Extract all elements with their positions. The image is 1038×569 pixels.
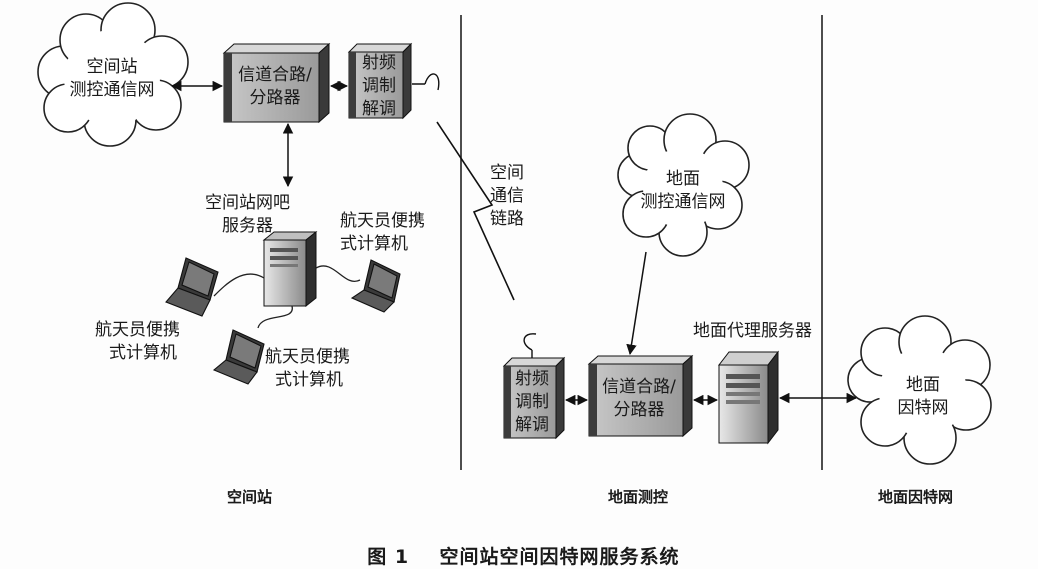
ground-mux-label: 信道合路/ 分路器: [594, 376, 684, 422]
figure-number: 图 1: [367, 546, 410, 568]
ground-mux-line2: 分路器: [613, 400, 665, 420]
server-tower-station-icon: [262, 230, 318, 308]
cable-server-laptop-bottom: [257, 305, 293, 329]
cloud-ground-internet-line1: 地面: [906, 375, 940, 395]
laptop-left-icon: [165, 257, 219, 317]
station-rf-line2: 调制: [362, 76, 396, 96]
station-server-line1: 空间站网吧: [205, 193, 290, 213]
space-link-line3: 链路: [490, 209, 524, 229]
space-link-line2: 通信: [490, 186, 524, 206]
antenna-ground-icon: [523, 333, 537, 358]
ground-proxy-label: 地面代理服务器: [693, 321, 812, 341]
laptop-top-right-line1: 航天员便携: [340, 211, 425, 231]
laptop-left-label: 航天员便携 式计算机: [95, 319, 180, 365]
box-station-rf-modem: [347, 42, 413, 120]
space-link-label: 空间 通信 链路: [490, 162, 524, 231]
cable-server-laptop-right: [315, 265, 361, 283]
cloud-ground-ttc-line1: 地面: [666, 169, 700, 189]
ground-rf-line1: 射频: [515, 369, 549, 389]
station-rf-line1: 射频: [362, 53, 396, 73]
cloud-station-ttc-label: 空间站 测控通信网: [62, 56, 162, 102]
ground-rf-line2: 调制: [515, 392, 549, 412]
ground-rf-line3: 解调: [515, 415, 549, 435]
server-tower-ground-proxy-icon: [717, 350, 780, 445]
cloud-station-ttc-network: [37, 2, 189, 147]
station-server-label: 空间站网吧 服务器: [205, 192, 290, 238]
laptop-left-line1: 航天员便携: [95, 320, 180, 340]
laptop-top-right-label: 航天员便携 式计算机: [340, 210, 425, 256]
figure-title: 空间站空间因特网服务系统: [439, 546, 680, 568]
laptop-top-right-line2: 式计算机: [340, 234, 408, 254]
laptop-bottom-line1: 航天员便携: [265, 347, 350, 367]
cloud-ground-ttc-line2: 测控通信网: [640, 192, 726, 212]
system-diagram: [37, 2, 992, 470]
station-mux-label: 信道合路/ 分路器: [230, 64, 320, 110]
arrow-groundcloud-mux: [626, 251, 647, 356]
cloud-ground-ttc-label: 地面 测控通信网: [630, 168, 736, 214]
station-mux-line2: 分路器: [249, 88, 301, 108]
station-rf-line3: 解调: [362, 99, 396, 119]
section-ground-internet: 地面因特网: [878, 488, 954, 506]
laptop-bottom-line2: 式计算机: [275, 370, 343, 390]
laptop-bottom-icon: [212, 329, 265, 385]
space-link-bolt-icon: [436, 121, 515, 301]
box-ground-rf-modem: [502, 356, 566, 440]
box-ground-mux: [587, 354, 694, 438]
ground-mux-line1: 信道合路/: [602, 377, 676, 397]
section-space-station: 空间站: [227, 488, 273, 506]
space-link-line1: 空间: [490, 163, 524, 183]
ground-rf-label: 射频 调制 解调: [508, 368, 556, 437]
cloud-station-ttc-line2: 测控通信网: [69, 80, 155, 100]
station-server-line2: 服务器: [222, 216, 273, 236]
laptop-left-line2: 式计算机: [109, 343, 177, 363]
antenna-station-icon: [412, 73, 440, 91]
cable-server-laptop-left: [213, 273, 265, 297]
laptop-top-right-icon: [350, 259, 401, 313]
laptop-bottom-label: 航天员便携 式计算机: [265, 346, 350, 392]
section-ground-ttc: 地面测控: [608, 488, 669, 506]
cloud-ground-ttc-network: [617, 113, 750, 257]
cloud-ground-internet-line2: 因特网: [897, 398, 949, 418]
cloud-ground-internet-label: 地面 因特网: [883, 374, 963, 420]
box-station-mux: [222, 42, 331, 124]
station-mux-line1: 信道合路/: [238, 65, 312, 85]
figure-caption: 图 1 空间站空间因特网服务系统: [352, 520, 680, 569]
station-rf-label: 射频 调制 解调: [354, 52, 404, 121]
cloud-ground-internet: [847, 315, 992, 465]
cloud-station-ttc-line1: 空间站: [86, 57, 138, 77]
